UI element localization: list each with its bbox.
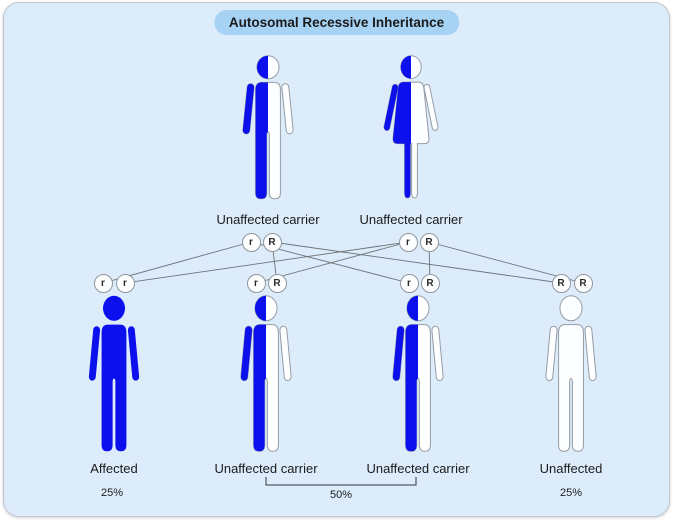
child3-label: Unaffected carrier — [343, 461, 493, 476]
allele-mother-r: r — [399, 233, 418, 252]
diagram-title: Autosomal Recessive Inheritance — [214, 10, 459, 35]
parent-father-figure — [237, 55, 299, 206]
allele-child2-R: R — [268, 274, 287, 293]
allele-child2-r: r — [247, 274, 266, 293]
parent-mother-figure — [379, 55, 443, 205]
male-unaffected-icon — [540, 295, 602, 459]
allele-mother-R: R — [420, 233, 439, 252]
allele-child4-R1: R — [552, 274, 571, 293]
child4-label: Unaffected — [496, 461, 646, 476]
male-affected-icon — [83, 295, 145, 459]
child1-label: Affected — [39, 461, 189, 476]
allele-father-R: R — [263, 233, 282, 252]
child4-unaffected-figure — [540, 295, 602, 459]
allele-child4-R2: R — [574, 274, 593, 293]
allele-child1-r2: r — [116, 274, 135, 293]
allele-child3-r: r — [400, 274, 419, 293]
pedigree-diagram-canvas: Autosomal Recessive Inheritance Unaffect… — [3, 2, 670, 517]
parent-mother-label: Unaffected carrier — [336, 212, 486, 227]
carriers-percent: 50% — [301, 489, 381, 501]
affected-percent: 25% — [72, 487, 152, 499]
female-carrier-icon — [379, 55, 443, 205]
allele-child3-R: R — [421, 274, 440, 293]
parent-father-label: Unaffected carrier — [193, 212, 343, 227]
male-carrier-icon — [237, 55, 299, 206]
child3-carrier-figure — [387, 295, 449, 459]
fifty-percent-bracket — [266, 477, 416, 485]
child2-label: Unaffected carrier — [191, 461, 341, 476]
unaffected-percent: 25% — [531, 487, 611, 499]
allele-child1-r1: r — [94, 274, 113, 293]
male-carrier-icon — [235, 295, 297, 459]
male-carrier-icon — [387, 295, 449, 459]
child1-affected-figure — [83, 295, 145, 459]
allele-father-r: r — [242, 233, 261, 252]
child2-carrier-figure — [235, 295, 297, 459]
